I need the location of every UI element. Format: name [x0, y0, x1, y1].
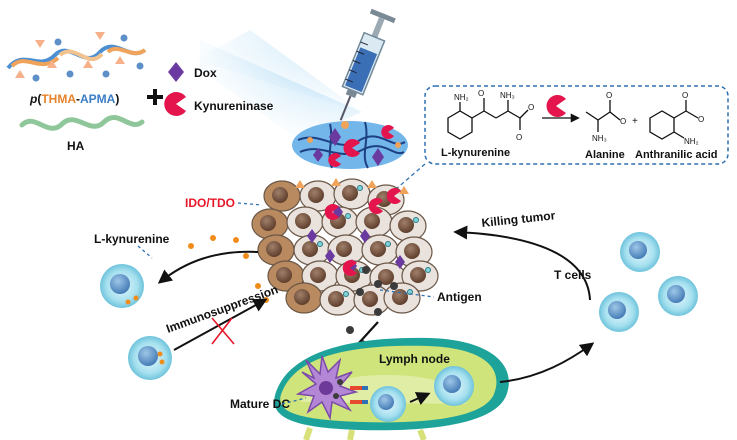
tumor-nucleus	[364, 213, 380, 229]
tumor-nucleus	[266, 241, 282, 257]
kynurenine-dots	[188, 235, 269, 303]
kynureninase-particle	[324, 204, 339, 220]
antigen-dot	[356, 288, 364, 296]
ido-tdo-label: IDO/TDO	[185, 196, 235, 210]
svg-text:O: O	[698, 115, 704, 124]
tumor-nucleus	[342, 185, 358, 201]
svg-text:O: O	[682, 91, 688, 100]
antigen-dot	[390, 282, 398, 290]
tumor-nucleus	[295, 213, 311, 229]
svg-text:NH₃: NH₃	[500, 91, 515, 100]
nanoparticle-dot	[413, 217, 419, 223]
nanoparticle-dot	[385, 241, 391, 247]
svg-text:O: O	[528, 103, 534, 112]
polymer-suffix: )	[115, 92, 120, 106]
lymph-t-cell-1	[370, 386, 406, 422]
kynureninase-label: Kynureninase	[194, 99, 274, 113]
lymph-node-label: Lymph node	[379, 352, 450, 366]
tumor-cluster	[251, 178, 439, 316]
mature-dc-cell	[295, 355, 359, 421]
tumor-nucleus	[310, 267, 326, 283]
reaction-substrate-label: L-kynurenine	[441, 147, 510, 159]
injection-cone	[195, 30, 362, 140]
l-kynurenine-structure	[447, 98, 529, 140]
nanoparticle-dot	[425, 267, 431, 273]
dox-particle	[360, 229, 370, 243]
tumor-nucleus	[308, 187, 324, 203]
dc-tcell-synapse	[350, 386, 368, 404]
lymph-t-cell-2	[434, 366, 474, 406]
tumor-nucleus	[410, 267, 426, 283]
svg-text:O: O	[478, 89, 484, 98]
polymer-prefix-p: p	[30, 92, 38, 106]
l-kynurenine-label: L-kynurenine	[94, 232, 170, 246]
reaction-product1-label: Alanine	[585, 149, 625, 161]
dox-particle	[395, 255, 405, 269]
svg-text:NH₃: NH₃	[592, 134, 607, 143]
hydrogel-patch	[292, 121, 408, 169]
polymer-spike	[295, 180, 305, 188]
tumor-nucleus	[378, 269, 394, 285]
tumor-nucleus	[276, 267, 292, 283]
polymer-prefix: (	[37, 92, 42, 106]
tumor-nucleus	[302, 241, 318, 257]
kynureninase-particle	[368, 198, 383, 214]
kynureninase-particle	[386, 188, 401, 204]
svg-text:O: O	[620, 117, 626, 126]
antigen-dot	[362, 266, 370, 274]
ha-chain-illustration	[19, 115, 145, 131]
polymer-apma: APMA	[80, 92, 116, 106]
tumor-nucleus	[260, 215, 276, 231]
polymer-chain-illustration	[6, 32, 147, 82]
killing-tumor-label: Killing tumor	[481, 208, 556, 230]
reaction-product2-label: Anthranilic acid	[635, 149, 718, 161]
svg-text:NH₂: NH₂	[454, 93, 469, 102]
nanoparticle-dot	[343, 291, 349, 297]
nanoparticle-dot	[345, 213, 351, 219]
antigen-label: Antigen	[437, 290, 482, 304]
syringe-icon	[339, 8, 396, 121]
t-cells-group	[599, 232, 698, 332]
polymer-spike	[331, 178, 341, 186]
tumor-nucleus	[328, 291, 344, 307]
tumor-nucleus	[404, 243, 420, 259]
kynureninase-icon	[164, 92, 186, 116]
ha-label: HA	[67, 139, 85, 153]
polymer-spike	[367, 180, 377, 188]
svg-text:O: O	[516, 133, 522, 142]
svg-text:NH₂: NH₂	[684, 137, 699, 146]
dox-particle	[307, 229, 317, 243]
t-cell-suppressed	[128, 336, 172, 380]
block-cross-icon	[211, 317, 235, 345]
reaction-plus: +	[632, 116, 638, 127]
dox-particle	[325, 249, 335, 263]
immunosuppression-label: Immunosuppression	[164, 282, 280, 336]
polymer-spike	[399, 186, 409, 194]
nanoparticle-dot	[317, 241, 323, 247]
nanoparticle-dot	[357, 185, 363, 191]
mature-dc-label: Mature DC	[230, 397, 290, 411]
dox-label: Dox	[194, 66, 217, 80]
antigen-dot	[374, 280, 382, 288]
t-cells-label: T cells	[554, 268, 592, 282]
polymer-thma: THMA	[41, 92, 77, 106]
tumor-nucleus	[362, 291, 378, 307]
tumor-nucleus	[370, 241, 386, 257]
plus-sign	[147, 89, 163, 105]
tumor-nucleus	[272, 187, 288, 203]
dox-diamond-icon	[168, 62, 184, 82]
reaction-box: NH₂ O NH₃ O O O O NH₃ + O O NH₂	[424, 85, 729, 165]
tumor-nucleus	[336, 241, 352, 257]
tumor-nucleus	[398, 217, 414, 233]
t-cell-kynurenine	[100, 264, 144, 308]
polymer-dash: -	[76, 92, 81, 106]
svg-text:O: O	[606, 91, 612, 100]
kynureninase-particle	[342, 260, 357, 276]
tumor-nucleus	[294, 289, 310, 305]
polymer-label: p(THMA-APMA)	[30, 92, 119, 106]
